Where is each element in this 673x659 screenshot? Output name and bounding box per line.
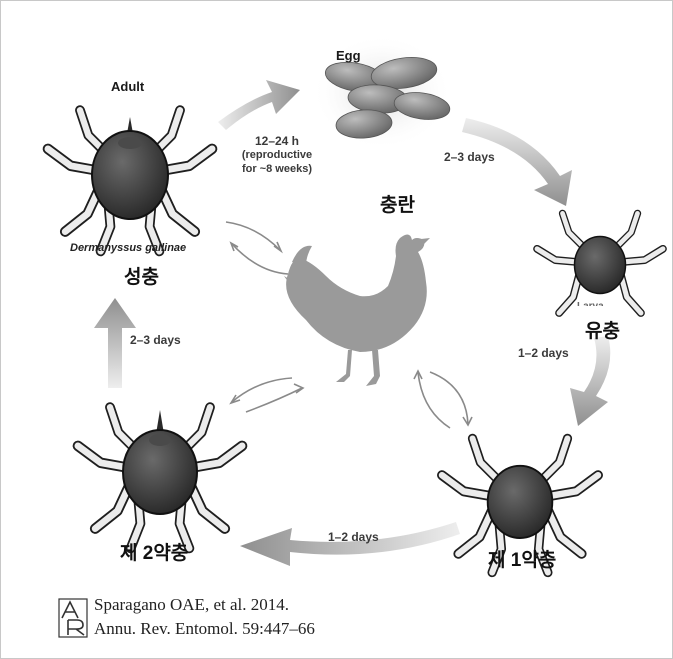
nymph2-label-ko: 제 2약충 <box>120 538 188 565</box>
adult-label-en: Adult <box>111 79 144 94</box>
deutonymph-mite-illustration <box>78 407 242 548</box>
adult-label-ko: 성충 <box>124 262 159 289</box>
adult-mite-illustration <box>48 110 212 251</box>
citation-line-1: Sparagano OAE, et al. 2014. <box>94 595 289 615</box>
arrow-adult-to-egg <box>218 80 300 130</box>
arrow-nymph1-to-nymph2 <box>240 522 460 566</box>
duration-nymph1-to-nymph2: 1–2 days <box>328 530 379 544</box>
annual-reviews-logo-icon <box>58 598 88 638</box>
larva-label-en: Larva <box>577 298 604 306</box>
duration-egg-to-larva: 2–3 days <box>444 150 495 164</box>
arrow-larva-to-nymph1 <box>570 336 610 426</box>
hen-host <box>284 234 430 386</box>
egg-cluster <box>312 34 452 150</box>
duration-larva-to-nymph1: 1–2 days <box>518 346 569 360</box>
egg-label-ko: 충란 <box>380 190 415 217</box>
duration-nymph2-to-adult: 2–3 days <box>130 333 181 347</box>
nymph1-label-ko: 제 1약충 <box>488 545 556 572</box>
species-name: Dermanyssus gallinae <box>70 242 186 254</box>
citation-block: Sparagano OAE, et al. 2014. Annu. Rev. E… <box>58 592 388 644</box>
larva-label-ko: 유충 <box>585 316 620 343</box>
citation-line-2: Annu. Rev. Entomol. 59:447–66 <box>94 619 315 639</box>
duration-adult-to-egg: 12–24 h (reproductive for ~8 weeks) <box>232 134 322 176</box>
egg-label-en: Egg <box>336 48 361 63</box>
